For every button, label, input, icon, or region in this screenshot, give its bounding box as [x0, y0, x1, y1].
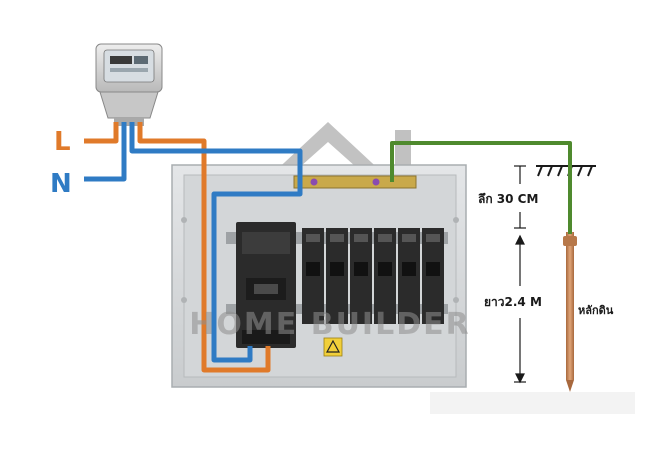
ground-symbol-icon [536, 165, 596, 177]
electric-meter-icon [95, 43, 163, 126]
ground-rod-label: หลักดิน [578, 304, 614, 317]
depth-label: ลึก 30 CM [478, 192, 538, 206]
ground-busbar [293, 175, 417, 189]
branch-breakers [302, 228, 444, 324]
ground-rod [563, 232, 577, 392]
neutral-wire [84, 122, 303, 363]
line-wire [84, 122, 271, 373]
dimension-lines [514, 165, 526, 384]
watermark-text: HOME BUILDER [189, 307, 470, 342]
bottom-strip [430, 392, 635, 414]
ground-wire [390, 141, 572, 234]
length-label: ยาว2.4 M [484, 295, 542, 309]
neutral-label: N [50, 169, 72, 199]
line-label: L [54, 127, 71, 157]
warning-sticker-icon [323, 337, 343, 357]
main-breaker [236, 222, 296, 348]
